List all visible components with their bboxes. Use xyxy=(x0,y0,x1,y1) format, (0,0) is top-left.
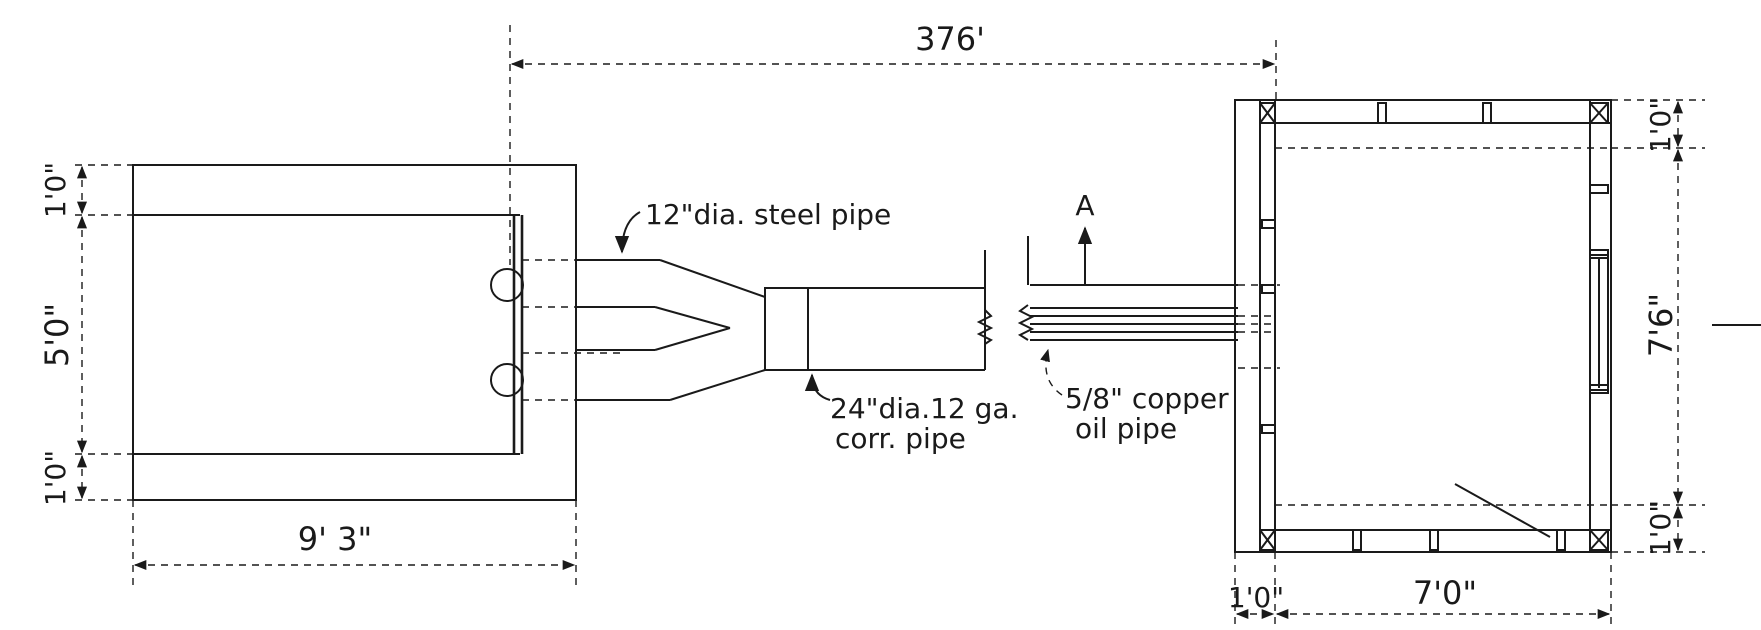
left-valve-circle-lower xyxy=(490,363,524,397)
dimension-left-vertical xyxy=(75,164,133,501)
corr-pipe-label-line1: 24"dia.12 ga. xyxy=(830,392,1018,425)
pipe-break-marks xyxy=(1017,236,1035,341)
left-height-label: 5'0" xyxy=(38,303,76,367)
steel-pipe-leader xyxy=(614,211,641,254)
dimension-right-horizontal xyxy=(1234,552,1612,628)
right-width-label: 7'0" xyxy=(1413,574,1477,612)
corr-pipe-label-line2: corr. pipe xyxy=(835,422,966,455)
copper-pipe-label-line1: 5/8" copper xyxy=(1065,382,1229,415)
dimension-right-vertical xyxy=(1611,99,1705,553)
right-left-wall-label: 1'0" xyxy=(1228,581,1284,614)
right-height-label: 7'6" xyxy=(1642,293,1680,357)
steel-pipe-label: 12"dia. steel pipe xyxy=(645,198,891,231)
corrugated-pipe xyxy=(764,250,994,371)
left-structure xyxy=(132,164,620,501)
point-a-label: A xyxy=(1075,189,1094,222)
dimension-left-width xyxy=(132,500,577,590)
corner-post-br xyxy=(1589,529,1609,551)
corner-post-tr xyxy=(1589,102,1609,124)
left-top-wall-label: 1'0" xyxy=(39,162,72,218)
steel-pipe-transition xyxy=(576,259,766,401)
copper-oil-pipe xyxy=(1030,284,1280,369)
left-width-label: 9' 3" xyxy=(298,520,372,558)
copper-pipe-leader xyxy=(1040,348,1063,396)
dimension-376-label: 376' xyxy=(915,20,985,58)
left-valve-circle-upper xyxy=(490,268,524,302)
right-top-wall-label: 1'0" xyxy=(1644,97,1677,153)
copper-pipe-label-line2: oil pipe xyxy=(1075,412,1177,445)
left-bottom-wall-label: 1'0" xyxy=(39,450,72,506)
dimension-376 xyxy=(509,25,1277,265)
corner-post-tl xyxy=(1259,102,1276,124)
right-bottom-wall-label: 1'0" xyxy=(1644,500,1677,556)
corner-post-bl xyxy=(1259,529,1276,551)
right-structure xyxy=(1234,99,1612,553)
corr-pipe-leader xyxy=(804,373,831,401)
